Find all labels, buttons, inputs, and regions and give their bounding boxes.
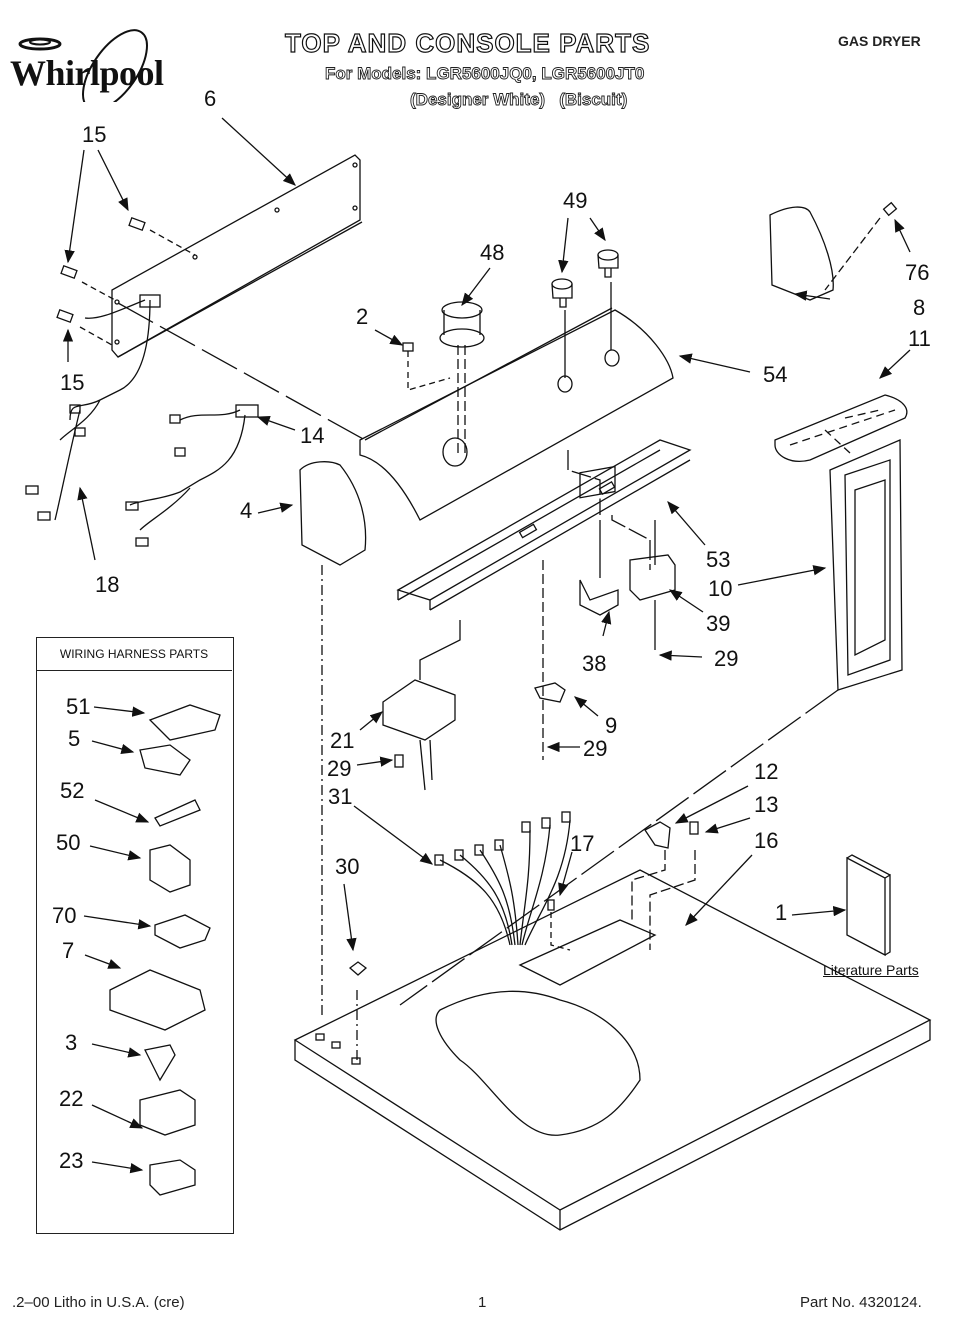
callout-12: 12 bbox=[754, 759, 779, 784]
part-17-screw bbox=[547, 899, 571, 951]
callout-13: 13 bbox=[754, 792, 779, 817]
literature-parts-label: Literature Parts bbox=[823, 962, 919, 978]
callout-53: 53 bbox=[706, 547, 731, 572]
callout-21: 21 bbox=[330, 728, 355, 753]
part-21-timer bbox=[382, 620, 461, 791]
part-8-endcap bbox=[769, 201, 898, 301]
callout-8: 8 bbox=[913, 295, 926, 320]
callout-1: 1 bbox=[775, 900, 788, 925]
callout-2: 2 bbox=[356, 304, 369, 329]
part-49-knobs bbox=[551, 249, 619, 378]
brand-name: Whirlpool bbox=[10, 53, 164, 93]
part-15-screws bbox=[56, 217, 366, 441]
part-number: Part No. 4320124. bbox=[800, 1294, 922, 1311]
part-30-clip bbox=[348, 961, 368, 976]
print-info: .2–00 Litho in U.S.A. (cre) bbox=[12, 1294, 185, 1311]
harness-callout-70: 70 bbox=[52, 903, 77, 928]
callout-76: 76 bbox=[905, 260, 930, 285]
part-1-literature bbox=[846, 854, 891, 957]
callout-15: 15 bbox=[60, 370, 85, 395]
callout-29: 29 bbox=[583, 736, 608, 761]
callout-4: 4 bbox=[240, 498, 253, 523]
callout-39: 39 bbox=[706, 611, 731, 636]
callout-leaders bbox=[62, 117, 911, 1174]
callout-15: 15 bbox=[82, 122, 107, 147]
whirlpool-logo: Whirlpool bbox=[10, 29, 164, 102]
callout-18: 18 bbox=[95, 572, 120, 597]
part-2-screw bbox=[402, 342, 451, 391]
part-53-rail bbox=[396, 439, 692, 611]
document-type: GAS DRYER bbox=[838, 33, 921, 49]
callout-9: 9 bbox=[605, 713, 618, 738]
callout-6: 6 bbox=[204, 86, 217, 111]
harness-callout-23: 23 bbox=[59, 1148, 84, 1173]
callout-14: 14 bbox=[300, 423, 325, 448]
part-31-wire-harness bbox=[434, 811, 571, 946]
harness-callout-3: 3 bbox=[65, 1030, 78, 1055]
callout-17: 17 bbox=[570, 831, 595, 856]
part-38-thermostat bbox=[579, 465, 619, 616]
part-14-harness bbox=[125, 404, 259, 547]
callout-29: 29 bbox=[327, 756, 352, 781]
part-6-bracket bbox=[111, 154, 363, 358]
part-12-clip bbox=[631, 821, 671, 920]
harness-callout-51: 51 bbox=[66, 694, 91, 719]
part-10-lint-duct bbox=[399, 439, 903, 1006]
callout-31: 31 bbox=[328, 784, 353, 809]
part-48-knob bbox=[439, 301, 485, 455]
part-54-console bbox=[359, 307, 674, 521]
callout-16: 16 bbox=[754, 828, 779, 853]
harness-callout-22: 22 bbox=[59, 1086, 84, 1111]
page-number: 1 bbox=[478, 1294, 487, 1311]
models-line: For Models: LGR5600JQ0, LGR5600JT0 bbox=[325, 64, 645, 84]
logo-swirl-icon bbox=[18, 29, 148, 102]
harness-callout-50: 50 bbox=[56, 830, 81, 855]
harness-callout-52: 52 bbox=[60, 778, 85, 803]
part-18-harness bbox=[25, 294, 161, 521]
harness-callout-7: 7 bbox=[62, 938, 75, 963]
wiring-harness-part-drawings bbox=[109, 704, 221, 1196]
part-39-thermostat bbox=[629, 520, 676, 650]
part-16-top bbox=[293, 869, 932, 1231]
callout-48: 48 bbox=[480, 240, 505, 265]
part-4-endcap bbox=[299, 461, 367, 1015]
harness-callout-5: 5 bbox=[68, 726, 81, 751]
callout-30: 30 bbox=[335, 854, 360, 879]
callout-38: 38 bbox=[582, 651, 607, 676]
colors-line: (Designer White) (Biscuit) bbox=[410, 90, 628, 110]
wiring-harness-title: WIRING HARNESS PARTS bbox=[36, 637, 232, 671]
callout-11: 11 bbox=[908, 326, 931, 351]
callout-10: 10 bbox=[708, 576, 733, 601]
page-title: TOP AND CONSOLE PARTS bbox=[284, 27, 651, 58]
part-13-screw bbox=[649, 821, 699, 950]
part-11-lint-filter bbox=[774, 394, 908, 462]
wiring-harness-box bbox=[36, 637, 234, 1234]
callout-29: 29 bbox=[714, 646, 739, 671]
callout-49: 49 bbox=[563, 188, 588, 213]
part-9-bracket bbox=[534, 560, 566, 760]
callout-54: 54 bbox=[763, 362, 788, 387]
